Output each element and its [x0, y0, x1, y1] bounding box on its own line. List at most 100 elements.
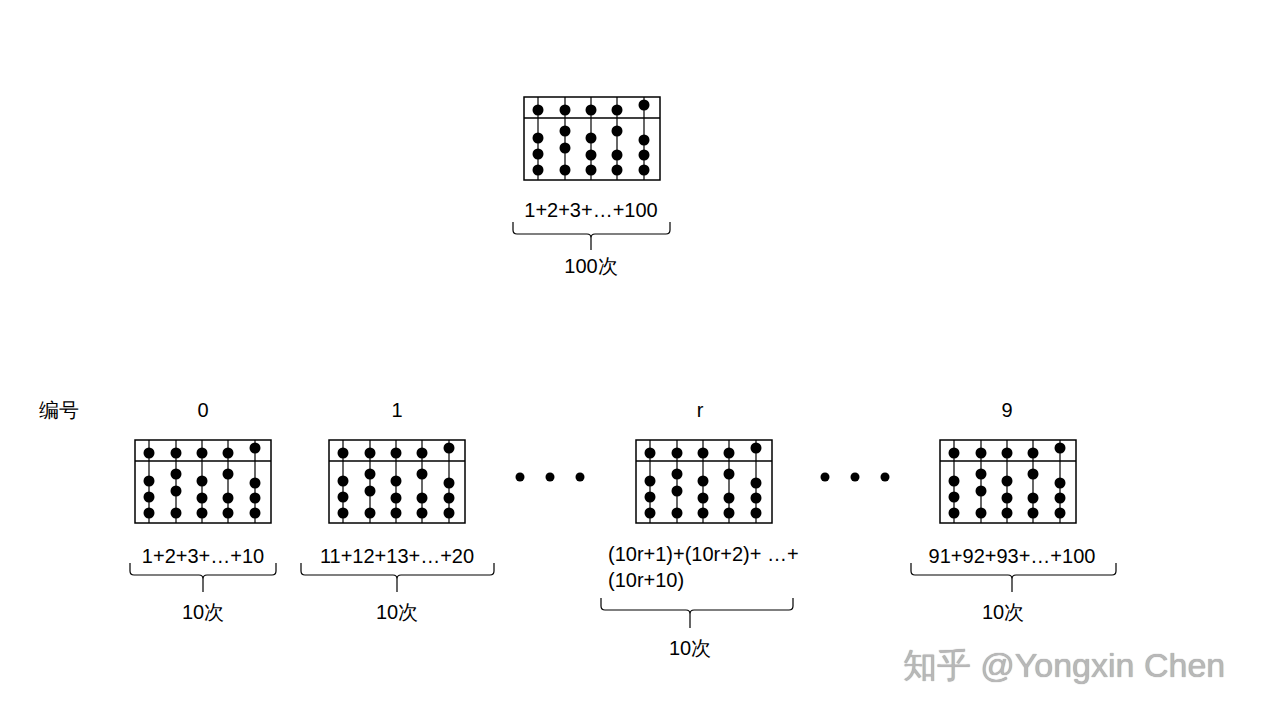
- abacus-picture: [329, 440, 465, 523]
- label-text: 1+2+3+…+10: [142, 543, 264, 569]
- abacus-frame: [940, 440, 1076, 523]
- abacus-bead: [250, 508, 261, 519]
- abacus-bead: [533, 165, 544, 176]
- abacus-bead: [250, 478, 261, 489]
- abacus-bead: [171, 448, 182, 459]
- abacus-bead: [751, 443, 762, 454]
- abacus-bead: [1055, 508, 1066, 519]
- abacus-bead: [223, 469, 234, 480]
- abacus-bead: [672, 508, 683, 519]
- abacus-bead: [250, 443, 261, 454]
- abacus-bead: [338, 476, 349, 487]
- abacus-bead: [417, 508, 428, 519]
- ellipsis-dot: [576, 473, 585, 482]
- abacus-bead: [645, 448, 656, 459]
- abacus-beam: [940, 460, 1076, 462]
- abacus-bead: [171, 508, 182, 519]
- abacus-bead: [1002, 508, 1013, 519]
- label-text: 1+2+3+…+100: [524, 197, 657, 223]
- label-text: r: [697, 397, 704, 423]
- abacus-bead: [1028, 508, 1039, 519]
- abacus-bead: [560, 105, 571, 116]
- abacus-bead: [639, 165, 650, 176]
- abacus-bead: [144, 492, 155, 503]
- abacus-beam: [329, 460, 465, 462]
- abacus-bead: [144, 476, 155, 487]
- abacus-bead: [639, 150, 650, 161]
- abacus-bead: [365, 486, 376, 497]
- abacus-bead: [197, 476, 208, 487]
- abacus-bead: [417, 448, 428, 459]
- abacus-bead: [586, 105, 597, 116]
- abacus-bead: [391, 476, 402, 487]
- label-text: 9: [1001, 397, 1012, 423]
- abacus-bead: [1002, 493, 1013, 504]
- abacus-bead: [751, 493, 762, 504]
- abacus-bead: [391, 493, 402, 504]
- label-text: 91+92+93+…+100: [929, 543, 1096, 569]
- curly-bracket: [130, 563, 276, 592]
- abacus-bead: [698, 493, 709, 504]
- abacus-bead: [171, 469, 182, 480]
- abacus-bead: [751, 478, 762, 489]
- abacus-bead: [1055, 443, 1066, 454]
- abacus-bead: [444, 508, 455, 519]
- abacus-bead: [645, 476, 656, 487]
- abacus-bead: [724, 448, 735, 459]
- abacus-beam: [135, 460, 271, 462]
- abacus-bead: [223, 493, 234, 504]
- abacus-bead: [444, 478, 455, 489]
- abacus-bead: [533, 105, 544, 116]
- abacus-bead: [391, 508, 402, 519]
- abacus-bead: [672, 448, 683, 459]
- abacus-bead: [645, 508, 656, 519]
- abacus-bead: [338, 492, 349, 503]
- ellipsis-dot: [851, 473, 860, 482]
- label-text: 1: [391, 397, 402, 423]
- abacus-bead: [1028, 448, 1039, 459]
- abacus-bead: [223, 448, 234, 459]
- abacus-beam: [636, 460, 772, 462]
- abacus-bead: [949, 476, 960, 487]
- abacus-bead: [949, 448, 960, 459]
- abacus-bead: [976, 469, 987, 480]
- label-text: 10次: [182, 599, 224, 625]
- ellipsis-dot: [516, 473, 525, 482]
- abacus-bead: [338, 508, 349, 519]
- abacus-bead: [144, 448, 155, 459]
- abacus-bead: [1002, 476, 1013, 487]
- abacus-bead: [197, 508, 208, 519]
- abacus-bead: [417, 493, 428, 504]
- abacus-bead: [639, 135, 650, 146]
- abacus-bead: [612, 165, 623, 176]
- label-text: 10次: [982, 599, 1024, 625]
- abacus-bead: [338, 448, 349, 459]
- abacus-bead: [1055, 478, 1066, 489]
- abacus-bead: [197, 493, 208, 504]
- abacus-picture: [524, 97, 660, 180]
- abacus-bead: [612, 105, 623, 116]
- abacus-bead: [1055, 493, 1066, 504]
- abacus-bead: [751, 508, 762, 519]
- label-text: 100次: [564, 253, 617, 279]
- abacus-bead: [698, 448, 709, 459]
- label-text: 11+12+13+…+20: [320, 543, 474, 569]
- abacus-bead: [365, 448, 376, 459]
- abacus-bead: [586, 150, 597, 161]
- abacus-picture: [940, 440, 1076, 523]
- abacus-bead: [724, 493, 735, 504]
- label-text: (10r+1)+(10r+2)+ …+(10r+10): [608, 541, 804, 593]
- abacus-frame: [524, 97, 660, 180]
- abacus-picture: [636, 440, 772, 523]
- abacus-bead: [645, 492, 656, 503]
- abacus-bead: [949, 508, 960, 519]
- abacus-bead: [698, 508, 709, 519]
- abacus-bead: [444, 443, 455, 454]
- abacus-bead: [976, 508, 987, 519]
- abacus-bead: [144, 508, 155, 519]
- abacus-picture: [135, 440, 271, 523]
- curly-bracket: [301, 563, 494, 592]
- abacus-bead: [250, 493, 261, 504]
